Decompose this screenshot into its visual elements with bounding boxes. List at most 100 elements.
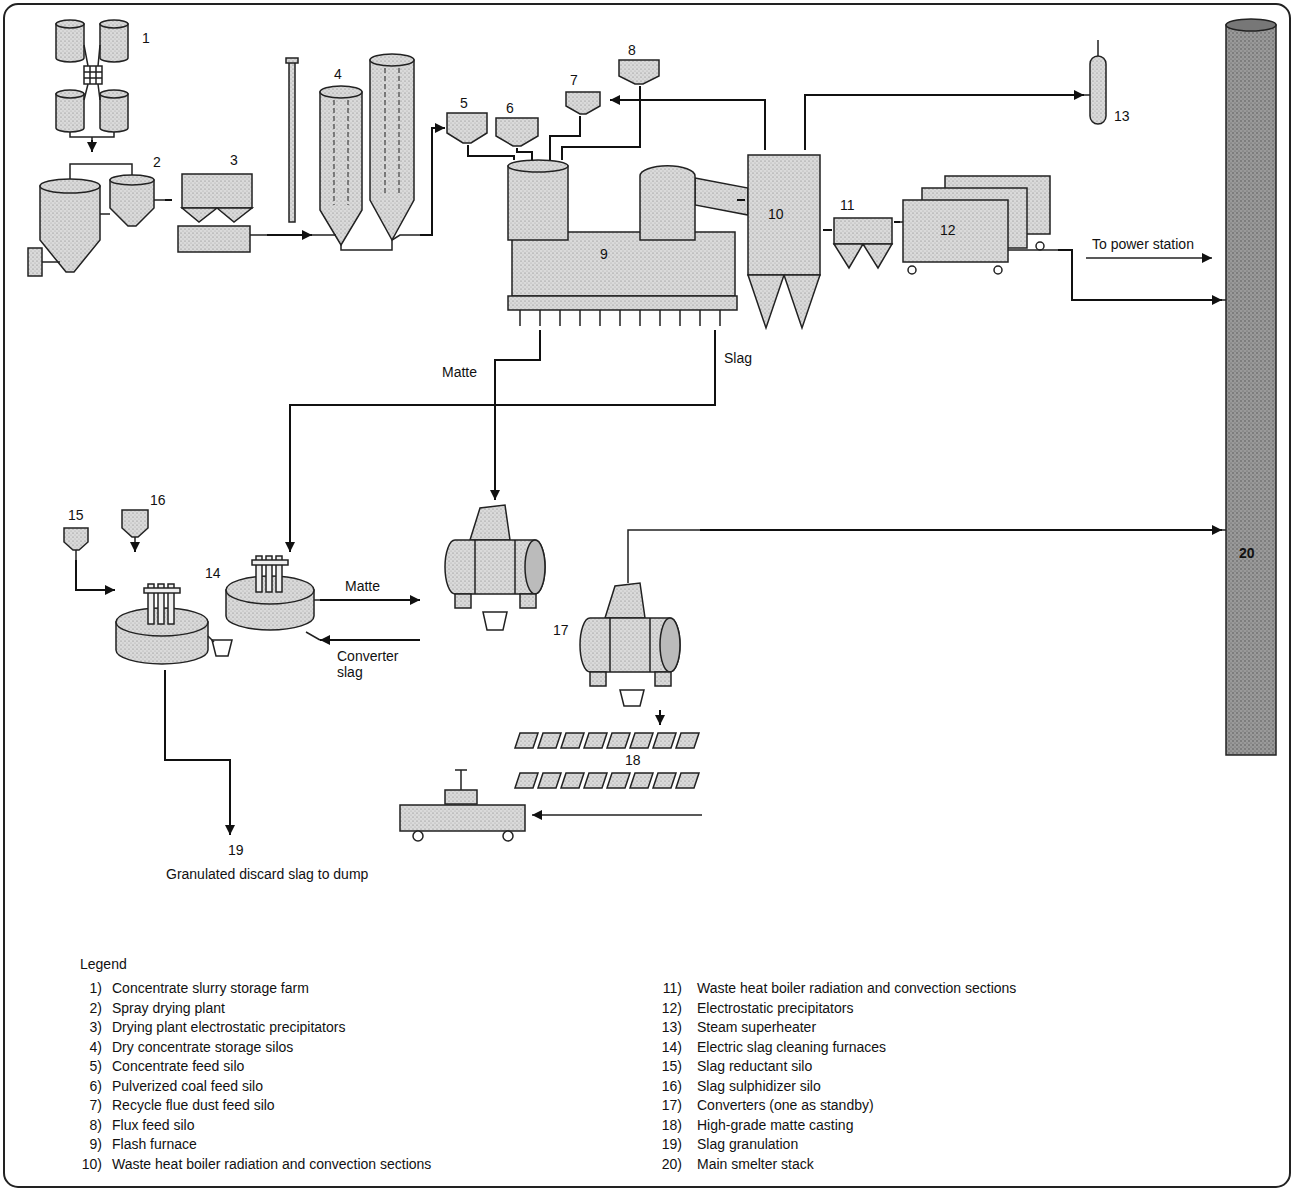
equipment-node: 1 <box>48 12 158 140</box>
legend-text: Slag sulphidizer silo <box>697 1078 821 1094</box>
flow-label: Matte <box>343 578 382 594</box>
equipment-node: 13 <box>1084 38 1132 133</box>
callout-number: 11 <box>840 197 855 213</box>
legend-number: 2) <box>72 1000 102 1016</box>
legend-number: 9) <box>72 1136 102 1152</box>
equipment-node: 19Granulated discard slag to dump <box>160 835 374 887</box>
callout-number: 9 <box>600 246 608 262</box>
legend-text: Electrostatic precipitators <box>697 1000 853 1016</box>
equipment-node: 6 <box>494 100 540 148</box>
legend-number: 20) <box>652 1156 682 1172</box>
legend-title: Legend <box>80 956 127 972</box>
legend-number: 6) <box>72 1078 102 1094</box>
flow-line <box>495 330 540 500</box>
flow-label: Converter slag <box>335 648 411 680</box>
equipment-node: 11 <box>832 195 894 273</box>
legend-text: Dry concentrate storage silos <box>112 1039 293 1055</box>
callout-number: 2 <box>153 154 161 170</box>
legend-number: 10) <box>72 1156 102 1172</box>
callout-number: 3 <box>230 152 238 168</box>
callout-number: 20 <box>1239 545 1255 561</box>
callout-number: 18 <box>625 752 641 768</box>
legend-text: Steam superheater <box>697 1019 816 1035</box>
flow-line <box>550 116 580 160</box>
equipment-node: 15 <box>60 505 100 560</box>
legend-text: Spray drying plant <box>112 1000 225 1016</box>
equipment-node: 7 <box>562 70 610 116</box>
pipework <box>42 40 1226 815</box>
callout-number: 10 <box>768 206 784 222</box>
flow-line <box>517 148 532 160</box>
callout-number: 12 <box>940 222 956 238</box>
equipment-node: 16 <box>118 490 168 542</box>
flow-line <box>420 128 445 235</box>
legend-number: 5) <box>72 1058 102 1074</box>
equipment-node: 17 <box>420 500 700 710</box>
callout-number: 13 <box>1114 108 1130 124</box>
equipment-node: 12 <box>900 170 1058 285</box>
equipment-node: 3 <box>172 150 267 260</box>
flow-label: Matte <box>440 364 479 380</box>
legend-text: Concentrate feed silo <box>112 1058 244 1074</box>
legend-number: 1) <box>72 980 102 996</box>
flow-line <box>320 599 420 601</box>
legend-text: Concentrate slurry storage farm <box>112 980 309 996</box>
legend-text: Drying plant electrostatic precipitators <box>112 1019 345 1035</box>
flow-line <box>659 710 661 725</box>
flow-line <box>134 542 136 552</box>
legend-text: Flash furnace <box>112 1136 197 1152</box>
legend-text: Flux feed silo <box>112 1117 194 1133</box>
equipment-node: 5 <box>445 95 491 145</box>
legend-number: 7) <box>72 1097 102 1113</box>
legend-number: 19) <box>652 1136 682 1152</box>
flow-line <box>76 560 115 590</box>
callout-number: 7 <box>570 72 578 88</box>
legend-number: 15) <box>652 1058 682 1074</box>
annotation: To power station <box>1092 236 1194 252</box>
legend-text: Slag granulation <box>697 1136 798 1152</box>
flow-line <box>700 529 1222 531</box>
equipment-node: 2 <box>25 152 165 280</box>
flow-line <box>267 234 312 236</box>
callout-number: 1 <box>142 30 150 46</box>
legend-number: 4) <box>72 1039 102 1055</box>
flow-line <box>165 670 230 835</box>
callout-number: 6 <box>506 100 514 116</box>
equipment-node: 18 <box>505 725 710 797</box>
equipment-node: 14 <box>115 552 320 670</box>
callout-number: 5 <box>460 95 468 111</box>
frame <box>4 4 1290 1187</box>
callout-number: 19 <box>166 841 368 859</box>
legend-text: Recycle flue dust feed silo <box>112 1097 275 1113</box>
flow-line <box>737 199 745 201</box>
legend-text: Slag reductant silo <box>697 1058 812 1074</box>
flow-line <box>1058 250 1222 300</box>
legend-text: High-grade matte casting <box>697 1117 853 1133</box>
flow-line <box>165 199 172 201</box>
legend-text: Pulverized coal feed silo <box>112 1078 263 1094</box>
legend-number: 17) <box>652 1097 682 1113</box>
legend-number: 12) <box>652 1000 682 1016</box>
legend-number: 13) <box>652 1019 682 1035</box>
equipment-drawings <box>28 19 1276 841</box>
legend-text: Main smelter stack <box>697 1156 814 1172</box>
legend-number: 3) <box>72 1019 102 1035</box>
callout-number: 4 <box>334 66 342 82</box>
callout-number: 16 <box>150 492 166 508</box>
callout-number: 17 <box>553 622 569 638</box>
flow-line <box>468 145 514 160</box>
flow-note: Granulated discard slag to dump <box>166 865 368 883</box>
flow-line <box>562 86 640 160</box>
legend-text: Waste heat boiler radiation and convecti… <box>112 1156 431 1172</box>
equipment-node: 9 <box>505 160 737 330</box>
equipment-node: 10 <box>745 150 823 335</box>
callout-number: 15 <box>68 507 84 523</box>
flow-line <box>823 229 832 231</box>
legend-number: 16) <box>652 1078 682 1094</box>
equipment-node: 8 <box>615 40 663 86</box>
flow-line <box>610 100 765 150</box>
legend-number: 18) <box>652 1117 682 1133</box>
legend-number: 14) <box>652 1039 682 1055</box>
legend-number: 8) <box>72 1117 102 1133</box>
